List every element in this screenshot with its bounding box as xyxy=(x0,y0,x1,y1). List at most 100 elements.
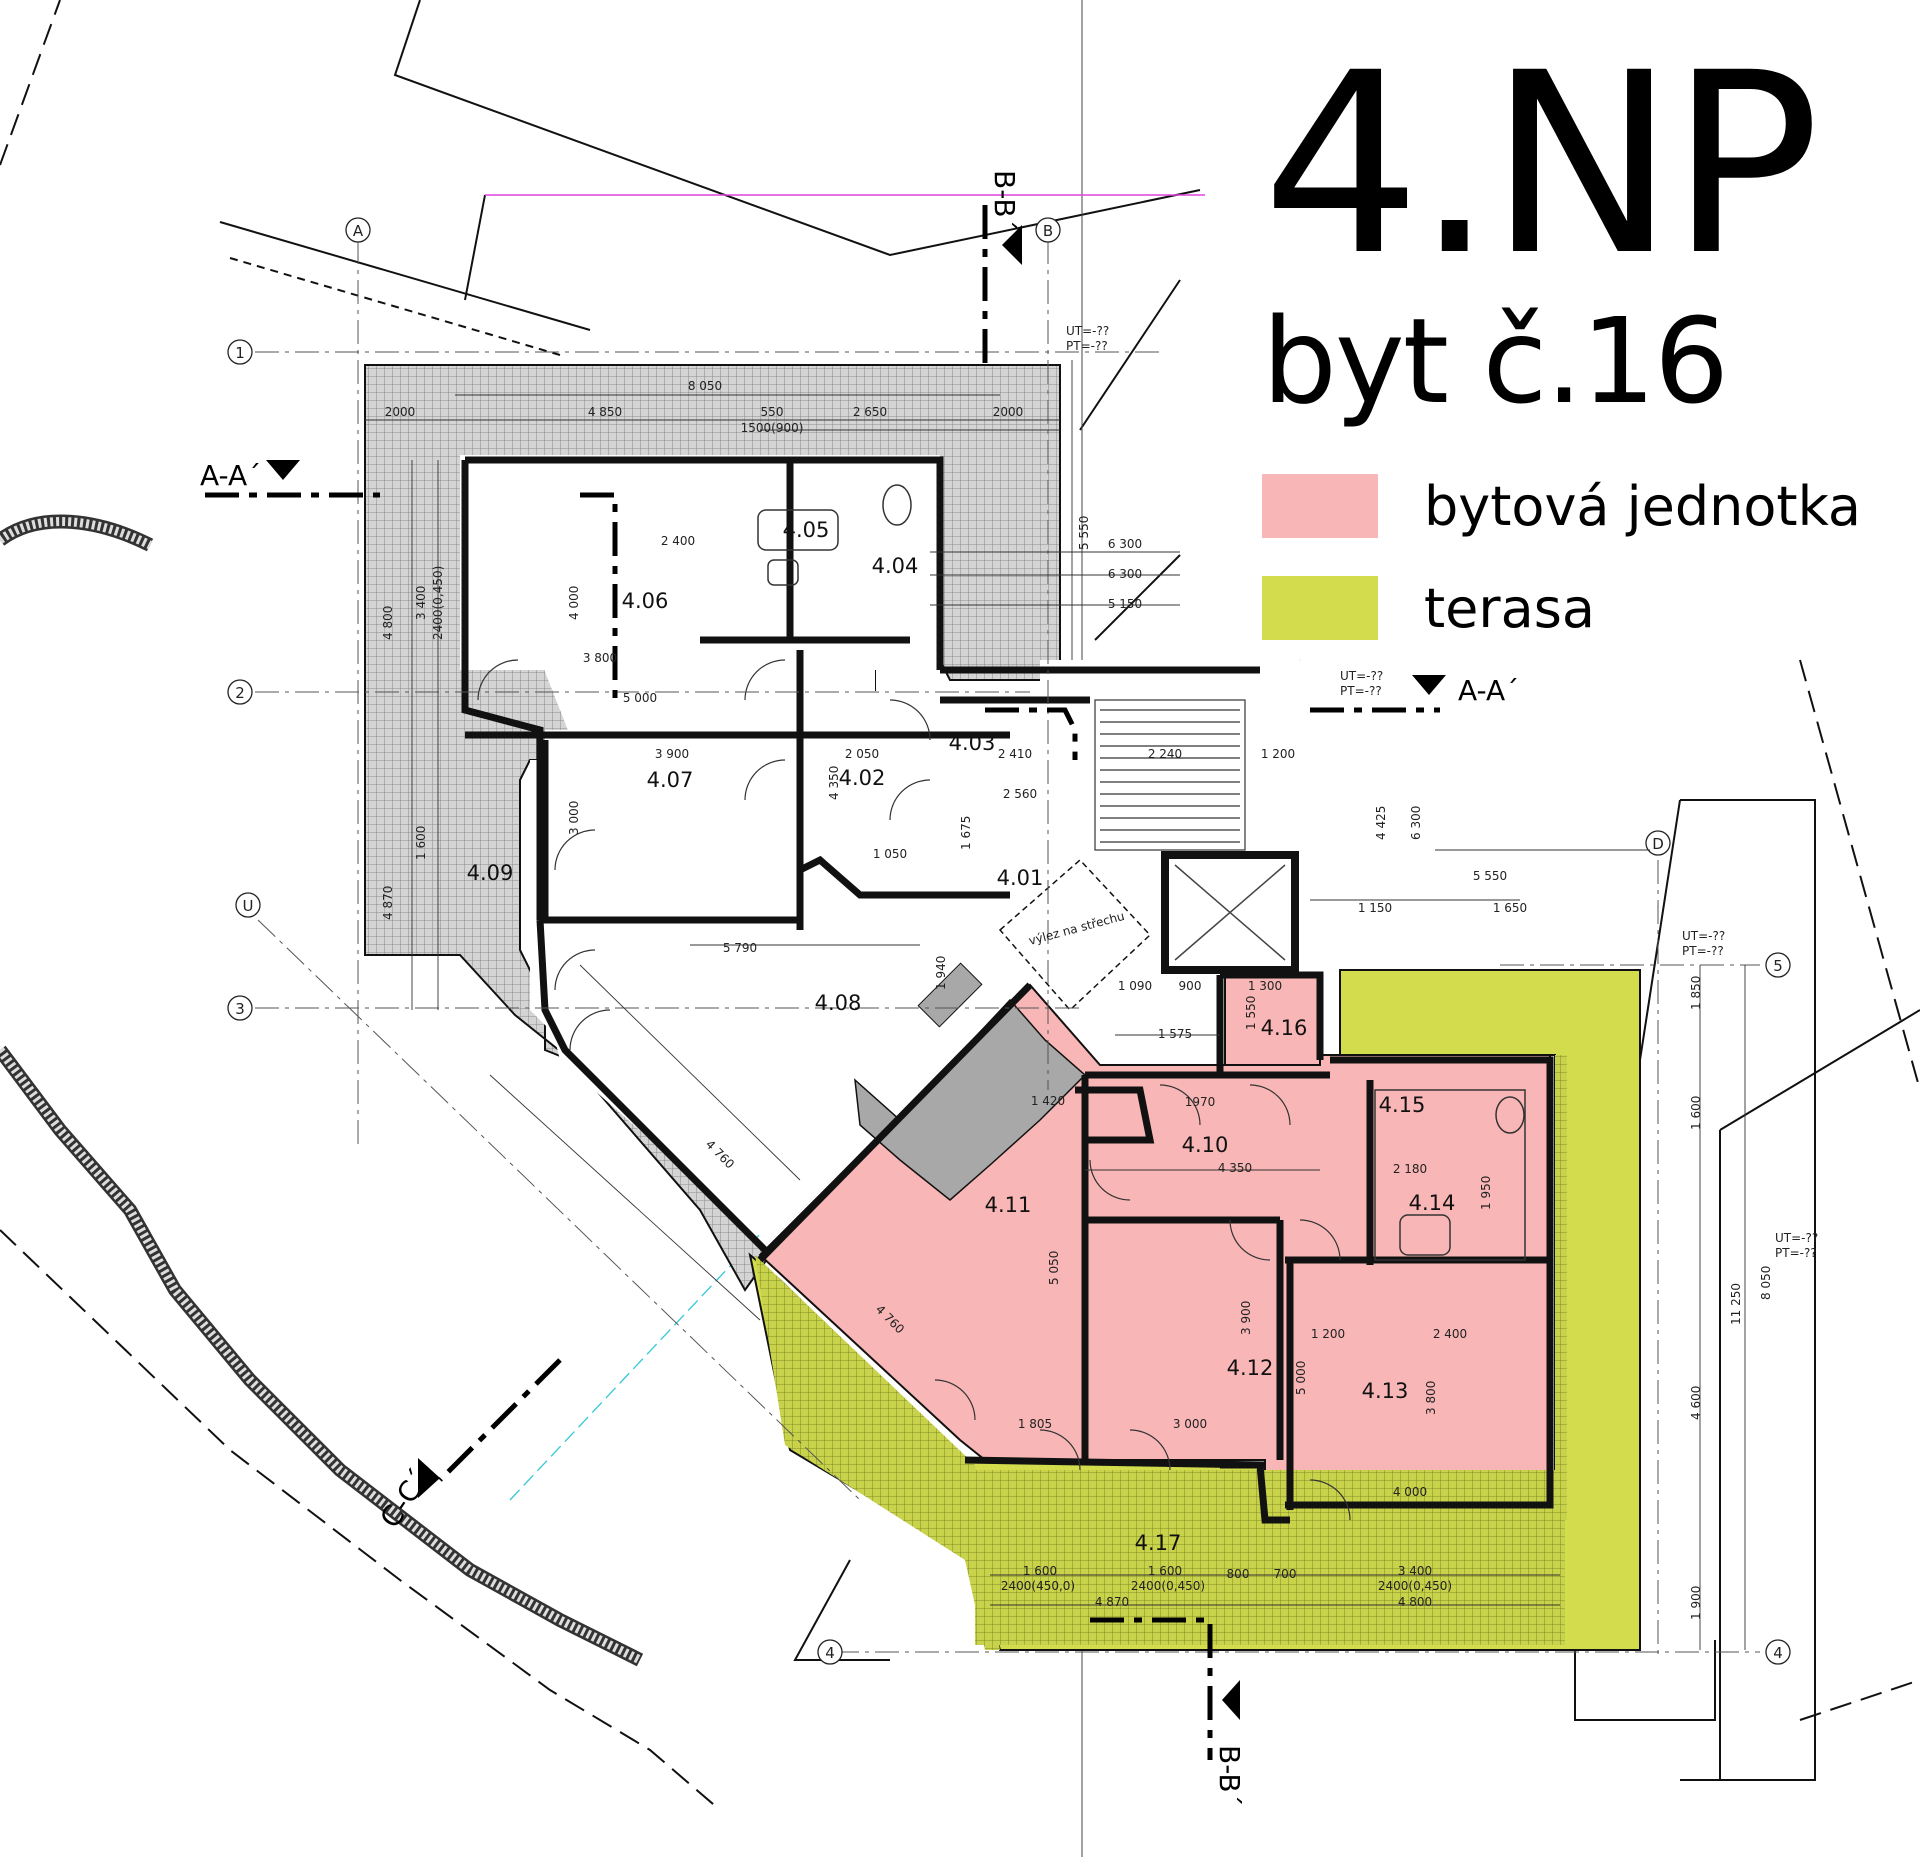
ut-note-4: UT=-?? xyxy=(1775,1231,1818,1245)
ut-note-1: UT=-?? xyxy=(1066,324,1109,338)
room-label-401: 4.01 xyxy=(997,866,1044,890)
pt-note-3: PT=-?? xyxy=(1682,944,1724,958)
dim-1300: 1 300 xyxy=(1248,979,1282,993)
grid-label-5: 5 xyxy=(1773,957,1783,975)
room-label-415: 4.15 xyxy=(1379,1093,1426,1117)
grid-label-3: 3 xyxy=(235,1000,245,1018)
dim-2560: 2 560 xyxy=(1003,787,1037,801)
dim-1050: 1 050 xyxy=(873,847,907,861)
section-label-aa-right: A-A´ xyxy=(1458,674,1519,707)
dim-3400-b: 3 400 xyxy=(1398,1564,1432,1578)
dim-550: 550 xyxy=(761,405,784,419)
grid-label-U: U xyxy=(243,897,254,915)
dim-1600-b: 1 600 xyxy=(1023,1564,1057,1578)
grid-label-B: B xyxy=(1043,222,1053,240)
dim-1940-vert: 1 940 xyxy=(934,956,948,990)
dim-6300-vert: 6 300 xyxy=(1409,806,1423,840)
dim-5790: 5 790 xyxy=(723,941,757,955)
dim-3000: 3 000 xyxy=(1173,1417,1207,1431)
legend-item-unit: bytová jednotka xyxy=(1262,470,1861,542)
dim-1420: 1 420 xyxy=(1031,1094,1065,1108)
legend-swatch-terrace xyxy=(1262,576,1378,640)
dim-11250-vert: 11 250 xyxy=(1729,1283,1743,1325)
dim-1950-vert: 1 950 xyxy=(1479,1176,1493,1210)
dimension-lines xyxy=(365,360,1746,1650)
retaining-wall xyxy=(0,1045,644,1667)
walls xyxy=(461,456,1554,1524)
dim-6300-b: 6 300 xyxy=(1108,567,1142,581)
dim-1600-c: 1 600 xyxy=(1148,1564,1182,1578)
section-cut-lines xyxy=(205,205,1440,1760)
dim-2650: 2 650 xyxy=(853,405,887,419)
dim-2400-vert: 2400(0,450) xyxy=(431,566,445,640)
dim-3900: 3 900 xyxy=(655,747,689,761)
dim-4600-vert: 4 600 xyxy=(1689,1386,1703,1420)
legend-item-terrace: terasa xyxy=(1262,572,1861,644)
dim-4425-vert: 4 425 xyxy=(1374,806,1388,840)
ut-note-2: UT=-?? xyxy=(1340,669,1383,683)
grid-label-A: A xyxy=(353,222,364,240)
dim-3800: 3 800 xyxy=(583,651,617,665)
grid-label-D: D xyxy=(1652,835,1664,853)
dim-1650: 1 650 xyxy=(1493,901,1527,915)
room-label-409: 4.09 xyxy=(467,861,514,885)
grid-axis-markers xyxy=(227,217,1791,1665)
staircase xyxy=(1094,699,1246,851)
ut-note-3: UT=-?? xyxy=(1682,929,1725,943)
elevator-core xyxy=(1161,851,1299,974)
unit-subtitle: byt č.16 xyxy=(1262,292,1729,430)
dim-5000-vert: 5 000 xyxy=(1294,1361,1308,1395)
room-label-417: 4.17 xyxy=(1135,1531,1182,1555)
grid-axis-2 xyxy=(227,679,253,705)
grid-axis-3 xyxy=(227,995,253,1021)
dim-5550-vert: 5 550 xyxy=(1077,516,1091,550)
legend-label-unit: bytová jednotka xyxy=(1424,474,1862,538)
dim-3400-vert: 3 400 xyxy=(414,586,428,620)
dim-5000: 5 000 xyxy=(623,691,657,705)
legend: bytová jednotka terasa xyxy=(1262,470,1861,674)
dim-2000-right: 2000 xyxy=(993,405,1024,419)
room-label-412: 4.12 xyxy=(1227,1356,1274,1380)
dim-900: 900 xyxy=(1179,979,1202,993)
room-label-403: 4.03 xyxy=(949,731,996,755)
grid-axis-5 xyxy=(1765,952,1791,978)
bathroom-fixtures xyxy=(757,484,1526,1261)
dim-2400-c: 2400(450,0) xyxy=(1001,1579,1075,1593)
room-label-406: 4.06 xyxy=(622,589,669,613)
dim-3800-vert: 3 800 xyxy=(1424,1381,1438,1415)
room-label-411: 4.11 xyxy=(985,1193,1032,1217)
dim-1675-vert: 1 675 xyxy=(959,816,973,850)
roof-exit-box xyxy=(998,858,1152,1012)
room-label-407: 4.07 xyxy=(647,768,694,792)
dim-2400-e: 2400(0,450) xyxy=(1378,1579,1452,1593)
pt-note-2: PT=-?? xyxy=(1340,684,1382,698)
room-label-408: 4.08 xyxy=(815,991,862,1015)
dim-1970: 1970 xyxy=(1185,1095,1216,1109)
grid-axis-1 xyxy=(227,339,253,365)
dim-8050-vert: 8 050 xyxy=(1759,1266,1773,1300)
dim-1805: 1 805 xyxy=(1018,1417,1052,1431)
section-label-bb-bottom: B-B´ xyxy=(1213,1745,1246,1807)
grid-axis-4-left xyxy=(817,1639,843,1665)
dim-4000-vert: 4 000 xyxy=(567,586,581,620)
room-label-416: 4.16 xyxy=(1261,1016,1308,1040)
dim-3000-vert: 3 000 xyxy=(567,801,581,835)
dim-5550-b: 5 550 xyxy=(1473,869,1507,883)
dim-1900-vert: 1 900 xyxy=(1689,1586,1703,1620)
dim-4350: 4 350 xyxy=(1218,1161,1252,1175)
dim-2050: 2 050 xyxy=(845,747,879,761)
grid-lines xyxy=(255,240,1760,1660)
dim-1150: 1 150 xyxy=(1358,901,1392,915)
dim-4350-vert: 4 350 xyxy=(827,766,841,800)
room-label-413: 4.13 xyxy=(1362,1379,1409,1403)
grid-axis-B xyxy=(1035,217,1061,243)
dim-2400-d: 2400(0,450) xyxy=(1131,1579,1205,1593)
pt-note-4: PT=-?? xyxy=(1775,1246,1817,1260)
dim-2400-b: 2 400 xyxy=(1433,1327,1467,1341)
dim-1850-vert: 1 850 xyxy=(1689,976,1703,1010)
grid-label-1: 1 xyxy=(235,344,245,362)
room-label-405: 4.05 xyxy=(783,518,830,542)
room-label-404: 4.04 xyxy=(872,554,919,578)
section-label-bb-top: B-B´ xyxy=(988,170,1021,232)
